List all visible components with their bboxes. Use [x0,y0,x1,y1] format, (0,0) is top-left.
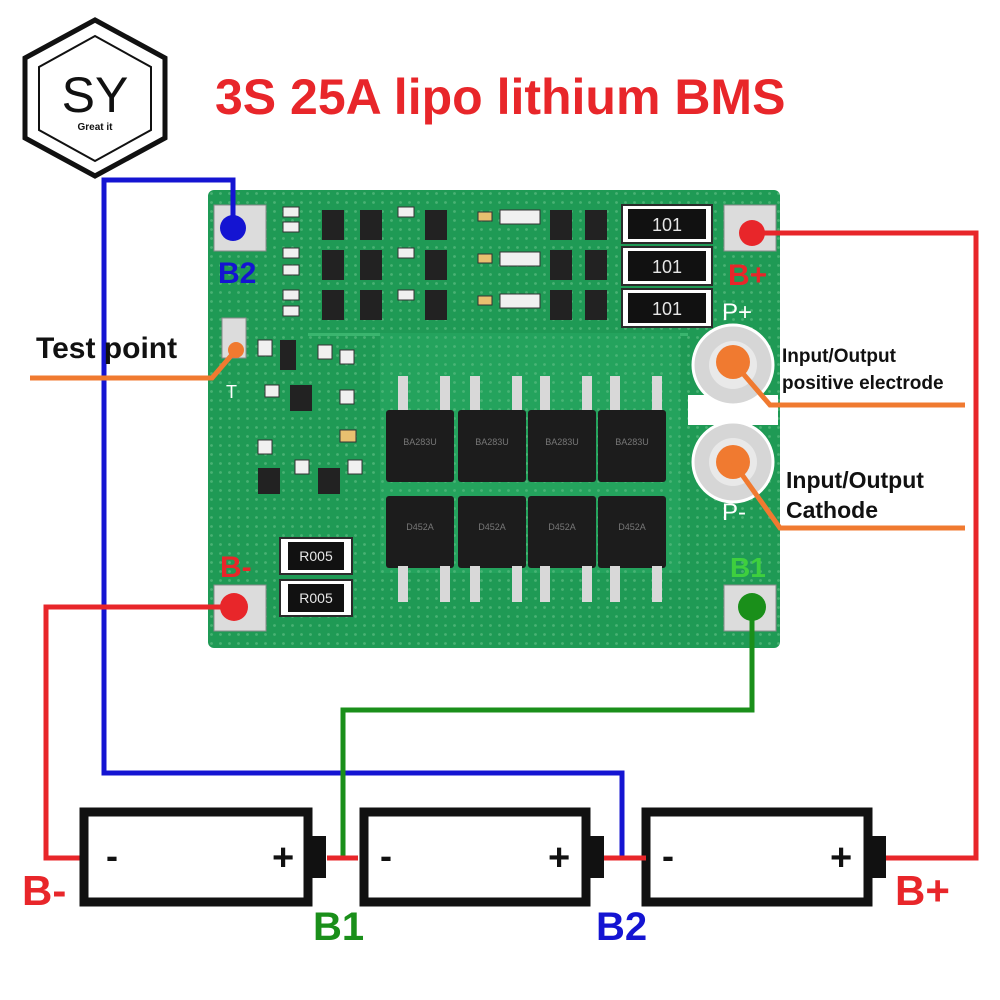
mosfet-row-bottom: D452A D452A D452A D452A [386,496,666,602]
label-b1-pad: B1 [730,552,766,583]
battery-1-plus: + [272,837,294,879]
label-b-minus-pad: B- [220,551,252,584]
callout-lines [30,348,965,531]
resistor-label-3: 101 [652,299,682,319]
mosfet-top-label-4: BA283U [615,437,649,447]
sy-logo: SY Great it [22,17,168,179]
mosfet-bottom-label-1: D452A [406,522,434,532]
battery-2-plus: + [548,837,570,879]
wire-b-plus-red [752,230,979,861]
label-cathode-line2: Cathode [786,497,878,523]
silk-p-plus: P+ [722,299,752,326]
mosfet-bottom-label-4: D452A [618,522,646,532]
mosfet-bottom-label-3: D452A [548,522,576,532]
battery-1-minus: - [106,835,118,876]
bottom-label-b-plus: B+ [895,867,950,914]
shunt-label-1: R005 [299,548,333,564]
label-cathode-line1: Input/Output [786,467,924,493]
label-test-point: Test point [36,332,177,365]
marker-b1 [738,593,766,621]
resistor-label-1: 101 [652,215,682,235]
silk-t: T [226,382,237,402]
page-title: 3S 25A lipo lithium BMS [215,69,786,125]
shunt-resistors: R005 R005 [279,537,353,617]
bottom-label-b1: B1 [313,905,364,949]
battery-2: - + [359,807,604,907]
resistor-label-2: 101 [652,257,682,277]
battery-2-minus: - [380,835,392,876]
label-b-plus-pad: B+ [728,259,767,292]
label-positive-line2: positive electrode [782,373,944,394]
smd-components [257,206,607,494]
mosfet-top-label-1: BA283U [403,437,437,447]
logo-tagline: Great it [77,122,113,133]
mosfet-row-top: BA283U BA283U BA283U BA283U [386,376,666,482]
marker-b-plus [739,220,765,246]
marker-b2 [220,215,246,241]
pcb-board: 101 101 101 BA283U BA283U [208,190,780,648]
silk-p-minus: P- [722,499,746,526]
mosfet-top-label-3: BA283U [545,437,579,447]
logo-letters: SY [62,67,129,123]
battery-3: - + [641,807,886,907]
bottom-label-b-minus: B- [22,867,66,914]
label-b2-pad: B2 [218,257,256,290]
marker-b-minus [220,593,248,621]
shunt-label-2: R005 [299,590,333,606]
battery-3-minus: - [662,835,674,876]
mosfet-bottom-label-2: D452A [478,522,506,532]
label-positive-line1: Input/Output [782,346,897,367]
bottom-label-b2: B2 [596,905,647,949]
resistor-101-group: 101 101 101 [621,204,713,328]
wire-b-minus-red [43,604,234,861]
mosfet-top-label-2: BA283U [475,437,509,447]
battery-1: - + [79,807,326,907]
battery-3-plus: + [830,837,852,879]
